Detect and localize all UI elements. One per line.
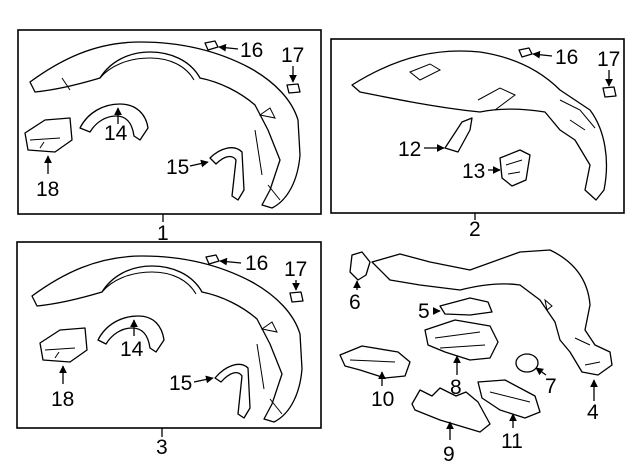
part-4: 4 bbox=[371, 249, 613, 424]
callout-18-p1: 18 bbox=[36, 178, 59, 201]
callout-17-p2: 17 bbox=[597, 48, 620, 71]
callout-10: 10 bbox=[371, 388, 394, 411]
part-7: 7 bbox=[515, 353, 557, 398]
callout-12-p2: 12 bbox=[398, 138, 421, 161]
bracket-14-p3: 14 bbox=[97, 315, 165, 361]
callout-16-p2: 16 bbox=[555, 46, 578, 69]
bumper-cover-1 bbox=[29, 41, 301, 209]
callout-15-p3: 15 bbox=[169, 372, 192, 395]
callout-17-p1: 17 bbox=[281, 44, 304, 67]
callout-18-p3: 18 bbox=[51, 388, 74, 411]
clip-16-p1: 16 bbox=[204, 39, 263, 62]
harness-15-p1: 15 bbox=[166, 147, 245, 201]
part-6: 6 bbox=[349, 251, 371, 314]
panel-3: 16 17 14 15 18 3 bbox=[16, 241, 322, 459]
clip-17-p1: 17 bbox=[281, 44, 304, 94]
clip-17-p3: 17 bbox=[284, 258, 307, 303]
callout-17-p3: 17 bbox=[284, 258, 307, 281]
callout-8: 8 bbox=[450, 376, 462, 399]
bracket-13-p2: 13 bbox=[462, 149, 531, 187]
panel-2-label: 2 bbox=[469, 218, 481, 241]
bumper-cover-3 bbox=[31, 255, 303, 423]
clip-16-p3: 16 bbox=[205, 252, 268, 275]
harness-15-p3: 15 bbox=[169, 363, 251, 419]
callout-16-p1: 16 bbox=[240, 39, 263, 62]
callout-13-p2: 13 bbox=[462, 160, 485, 183]
panel-2: 16 17 12 13 2 bbox=[330, 38, 625, 241]
part-11: 11 bbox=[477, 379, 541, 453]
callout-16-p3: 16 bbox=[245, 252, 268, 275]
callout-4: 4 bbox=[587, 401, 599, 424]
clip-16-p2: 16 bbox=[518, 46, 578, 69]
clip-17-p2: 17 bbox=[597, 48, 620, 98]
part-9: 9 bbox=[411, 387, 491, 466]
panel-1-label: 1 bbox=[157, 222, 169, 245]
callout-5: 5 bbox=[418, 300, 430, 323]
panel-3-label: 3 bbox=[156, 436, 168, 459]
callout-15-p1: 15 bbox=[166, 156, 189, 179]
part-10: 10 bbox=[339, 345, 411, 411]
callout-14-p1: 14 bbox=[104, 122, 128, 145]
part-8: 8 bbox=[424, 319, 499, 399]
bumper-cover-2 bbox=[351, 50, 608, 201]
bracket-14-p1: 14 bbox=[79, 103, 149, 145]
loose-parts: 4 6 5 8 7 1 bbox=[339, 249, 613, 466]
lamp-18-p1: 18 bbox=[24, 117, 73, 201]
callout-14-p3: 14 bbox=[120, 338, 144, 361]
callout-11: 11 bbox=[501, 430, 523, 453]
callout-7: 7 bbox=[545, 375, 557, 398]
lamp-18-p3: 18 bbox=[39, 327, 88, 411]
panel-1: 16 17 14 15 18 1 bbox=[17, 29, 322, 245]
callout-6: 6 bbox=[349, 291, 361, 314]
part-5: 5 bbox=[418, 297, 493, 323]
callout-9: 9 bbox=[443, 443, 455, 466]
bracket-12-p2: 12 bbox=[398, 117, 473, 161]
